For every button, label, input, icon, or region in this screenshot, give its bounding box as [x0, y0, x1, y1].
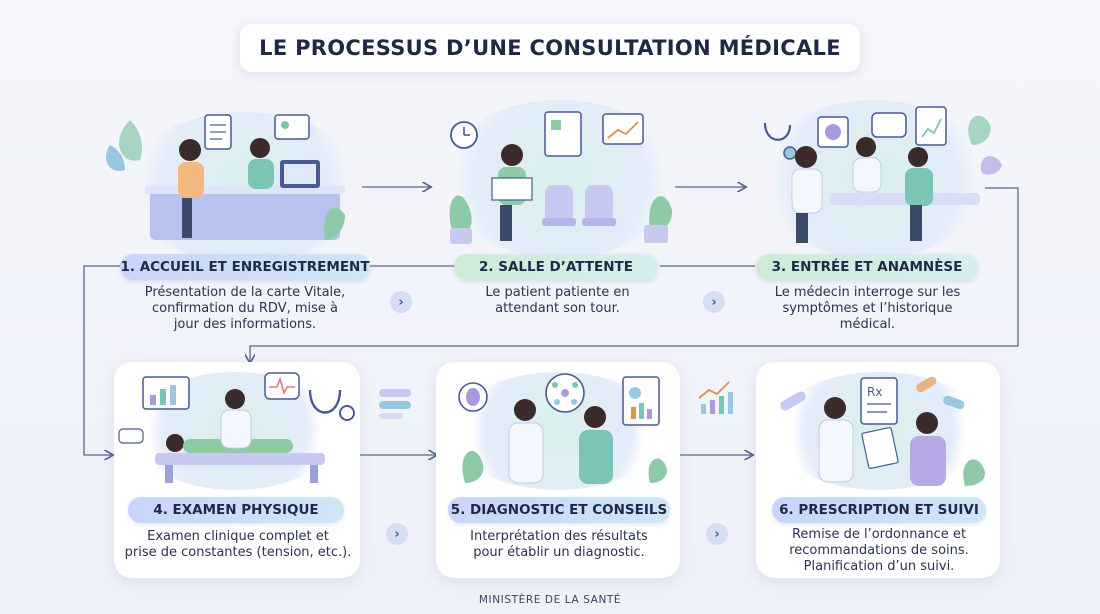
chart-icon	[142, 376, 190, 410]
patient-body	[910, 436, 946, 486]
virus-icon	[458, 382, 488, 412]
patient-body	[178, 162, 204, 198]
plant-icon	[462, 451, 667, 483]
waiting-chairs	[542, 185, 616, 226]
step1-illustration	[105, 114, 345, 240]
step5-illustration	[458, 373, 667, 484]
patient-head	[916, 412, 938, 434]
patient-head	[166, 434, 184, 452]
prescription-paper	[861, 427, 899, 469]
step1-label: 1. ACCUEIL ET ENREGISTREMENT	[120, 254, 370, 280]
chevron-right-icon[interactable]: ›	[706, 523, 728, 545]
step6-description: Remise de l’ordonnance et recommandation…	[789, 527, 969, 574]
clipboard-icon	[622, 376, 660, 426]
plant-icon	[449, 195, 673, 244]
step6-illustration: Rx	[780, 376, 986, 486]
connector-left-loop	[83, 265, 120, 455]
footer-credit: MINISTÈRE DE LA SANTÉ	[478, 594, 622, 606]
leaf-icon	[968, 115, 1002, 175]
message-bubble	[871, 112, 907, 138]
chevron-right-icon[interactable]: ›	[386, 523, 408, 545]
title-banner: LE PROCESSUS D’UNE CONSULTATION MÉDICALE	[240, 24, 860, 72]
step5-description: Interprétation des résultats pour établi…	[470, 529, 648, 560]
step2-illustration	[449, 111, 673, 244]
step6-label: 6. PRESCRIPTION ET SUIVI	[772, 497, 986, 523]
patient-head	[179, 139, 201, 161]
chart-icon	[698, 381, 733, 414]
molecule-icon	[545, 373, 585, 413]
step4-label: 4. EXAMEN PHYSIQUE	[128, 497, 344, 523]
doctor-two-head	[856, 137, 876, 157]
svg-text:Rx: Rx	[867, 385, 882, 399]
prescription-icon: Rx	[860, 377, 898, 425]
stethoscope-icon	[308, 389, 355, 421]
clock-icon	[450, 121, 478, 149]
chart-icon	[602, 113, 644, 145]
document-icon	[544, 111, 582, 157]
doctor-head	[795, 146, 817, 168]
patient-head	[908, 147, 928, 167]
step4-description: Examen clinique complet et prise de cons…	[124, 529, 352, 560]
newspaper	[491, 177, 533, 201]
step4-illustration	[118, 372, 355, 483]
doctor-coat	[220, 409, 252, 449]
step3-label: 3. ENTRÉE ET ANAMNÈSE	[756, 254, 978, 280]
pill-icon	[379, 389, 411, 419]
step2-label: 2. SALLE D’ATTENTE	[454, 254, 658, 280]
doctor-coat	[791, 168, 823, 214]
patient-head	[501, 144, 523, 166]
patient-body	[905, 168, 933, 206]
receptionist-body	[248, 159, 274, 189]
step5-label: 5. DIAGNOSTIC ET CONSEILS	[448, 497, 670, 523]
pill-icon	[780, 376, 965, 411]
chat-bubble	[118, 428, 144, 444]
chevron-right-icon[interactable]: ›	[390, 291, 412, 313]
doctor-coat	[508, 422, 544, 484]
step3-illustration	[763, 106, 1002, 243]
consultation-desk	[830, 193, 980, 205]
step1-description: Présentation de la carte Vitale, confirm…	[144, 285, 346, 332]
clipboard-icon	[915, 106, 947, 146]
plant-icon	[963, 459, 986, 486]
id-card-icon	[274, 114, 310, 140]
heart-monitor-icon	[264, 372, 300, 400]
doctor-head	[225, 389, 245, 409]
patient-body	[579, 430, 613, 484]
doctor-head	[824, 397, 846, 419]
reception-desk	[150, 190, 340, 240]
page-title: LE PROCESSUS D’UNE CONSULTATION MÉDICALE	[259, 36, 841, 60]
chevron-right-icon[interactable]: ›	[703, 291, 725, 313]
stethoscope-icon	[763, 122, 797, 160]
patient-head	[584, 406, 606, 428]
receptionist-head	[250, 138, 270, 158]
connector-row-wrap	[250, 187, 1019, 362]
examination-bed	[155, 453, 325, 465]
doctor-coat	[818, 419, 854, 483]
leaf-icon	[105, 120, 142, 171]
step3-description: Le médecin interroge sur les symptômes e…	[774, 285, 961, 332]
plant-icon	[324, 208, 345, 240]
step2-description: Le patient patiente en attendant son tou…	[485, 285, 630, 316]
chart-icon	[817, 116, 849, 148]
doctor-head	[514, 399, 536, 421]
